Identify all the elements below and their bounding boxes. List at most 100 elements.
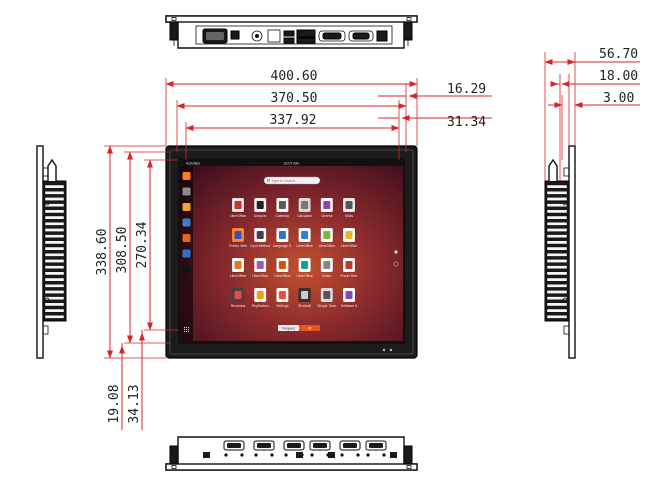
app-icon-16[interactable]: Notes: [320, 257, 333, 278]
dc-jack: [251, 30, 263, 42]
heatsink-fin: [44, 252, 65, 257]
heatsink-fin: [546, 215, 568, 220]
heatsink-fin: [44, 277, 65, 282]
app-glyph: [256, 201, 264, 209]
app-icon-15[interactable]: LibreOffice: [296, 257, 313, 278]
dock-help-icon[interactable]: [182, 249, 191, 258]
app-icon-14[interactable]: LibreOffice: [274, 257, 291, 278]
app-label: Shotwell: [298, 304, 311, 308]
dock-amazon-icon[interactable]: [182, 265, 191, 273]
right-heatsink-fins: [546, 184, 568, 319]
heatsink-fin: [546, 197, 568, 201]
heatsink-fin: [546, 209, 568, 214]
dim-offset-outer: 16.29: [447, 82, 486, 97]
app-glyph: [345, 231, 353, 239]
app-label: Remmina: [231, 304, 246, 308]
app-icon-20[interactable]: Settings: [276, 287, 289, 308]
left-side-view: [36, 145, 67, 359]
page-indicator[interactable]: [394, 250, 398, 254]
app-label: Amazon: [254, 214, 267, 218]
dim-front-width: 400.60: [271, 69, 318, 84]
show-apps-icon[interactable]: [183, 326, 190, 333]
screen: Activities 10:07 AM Type to search... Li…: [180, 160, 403, 341]
app-icon-2[interactable]: Calendar: [276, 197, 291, 218]
bottom-small-port: [296, 452, 303, 458]
heatsink-fin: [546, 296, 568, 301]
search-icon: [266, 178, 271, 183]
app-icon-3[interactable]: Calculator: [297, 197, 313, 218]
app-icon-9[interactable]: LibreOffice: [296, 227, 313, 248]
left-heatsink-fins: [44, 184, 65, 319]
top-flange: [165, 15, 418, 23]
app-icon-11[interactable]: LibreOffice: [341, 227, 357, 248]
heatsink-fin: [546, 271, 568, 276]
dock-software-icon[interactable]: [182, 234, 191, 242]
tab-all-label: All: [308, 326, 312, 330]
bottom-io-ports: [203, 440, 397, 458]
app-glyph: [323, 261, 331, 269]
heatsink-fin: [44, 302, 65, 307]
heatsink-fin: [546, 221, 568, 226]
topbar-activities[interactable]: Activities: [186, 162, 200, 166]
heatsink-fin: [546, 259, 568, 263]
app-icon-13[interactable]: LibreOffice: [252, 257, 268, 278]
heatsink-fin: [546, 252, 568, 257]
app-icon-19[interactable]: Rhythmbox: [252, 287, 269, 308]
heatsink-fin: [44, 190, 65, 195]
app-glyph: [234, 291, 242, 299]
app-glyph: [278, 231, 286, 239]
app-glyph: [256, 291, 264, 299]
app-icon-21[interactable]: Shotwell: [298, 287, 311, 308]
bottom-port-5: [365, 440, 387, 457]
heatsink-fin: [546, 228, 568, 232]
app-icon-17[interactable]: Power Stat.: [340, 257, 358, 278]
app-label: LibreOffice: [230, 274, 246, 278]
app-label: Software &: [341, 304, 358, 308]
app-icon-4[interactable]: Cheese: [320, 197, 333, 218]
heatsink-fin: [44, 184, 65, 189]
app-icon-1[interactable]: Amazon: [254, 197, 267, 218]
app-label: Simple Scan: [317, 304, 336, 308]
app-icon-22[interactable]: Simple Scan: [317, 287, 336, 308]
horizontal-dimensions: 400.60 370.50 337.92 16.29 31.34: [165, 69, 492, 160]
heatsink-fin: [44, 315, 65, 319]
dock-rhythmbox-icon[interactable]: [182, 203, 191, 211]
dim-depth-total: 56.70: [599, 47, 638, 62]
app-icon-6[interactable]: Firefox Web: [229, 227, 247, 248]
app-glyph: [278, 291, 286, 299]
app-icon-18[interactable]: Remmina: [231, 287, 246, 308]
app-icon-0[interactable]: LibreOffice: [230, 197, 246, 218]
app-icon-7[interactable]: Input Method: [250, 227, 270, 248]
app-label: Firefox Web: [229, 244, 247, 248]
app-label: Settings: [276, 304, 289, 308]
app-glyph: [301, 291, 309, 299]
app-icon-8[interactable]: Language S.: [273, 227, 292, 248]
app-label: Power Stat.: [340, 274, 358, 278]
app-icon-12[interactable]: LibreOffice: [230, 257, 246, 278]
search-input[interactable]: [263, 176, 321, 185]
heatsink-fin: [546, 246, 568, 251]
app-label: LibreOffice: [296, 244, 312, 248]
dock-files-icon[interactable]: [182, 187, 191, 196]
app-icon-5[interactable]: Disks: [342, 197, 356, 218]
heatsink-fin: [546, 290, 568, 294]
app-glyph: [278, 201, 286, 209]
right-side-flange: [568, 145, 576, 359]
status-led: [389, 348, 393, 352]
topbar-clock[interactable]: 10:07 AM: [283, 162, 298, 166]
right-antenna: [548, 158, 558, 181]
dim-screen-width: 337.92: [270, 113, 317, 128]
app-glyph: [323, 291, 331, 299]
tab-all[interactable]: [299, 325, 320, 331]
heatsink-fin: [44, 215, 65, 220]
app-label: LibreOffice: [230, 214, 246, 218]
dock-firefox-icon[interactable]: [182, 172, 191, 180]
app-icon-23[interactable]: Software &: [341, 287, 358, 308]
top-panel: [180, 160, 403, 166]
app-label: Calculator: [297, 214, 313, 218]
heatsink-fin: [44, 284, 65, 288]
dock-writer-icon[interactable]: [182, 218, 191, 227]
tab-frequent[interactable]: [278, 325, 299, 331]
app-icon-10[interactable]: LibreOffice: [319, 227, 335, 248]
